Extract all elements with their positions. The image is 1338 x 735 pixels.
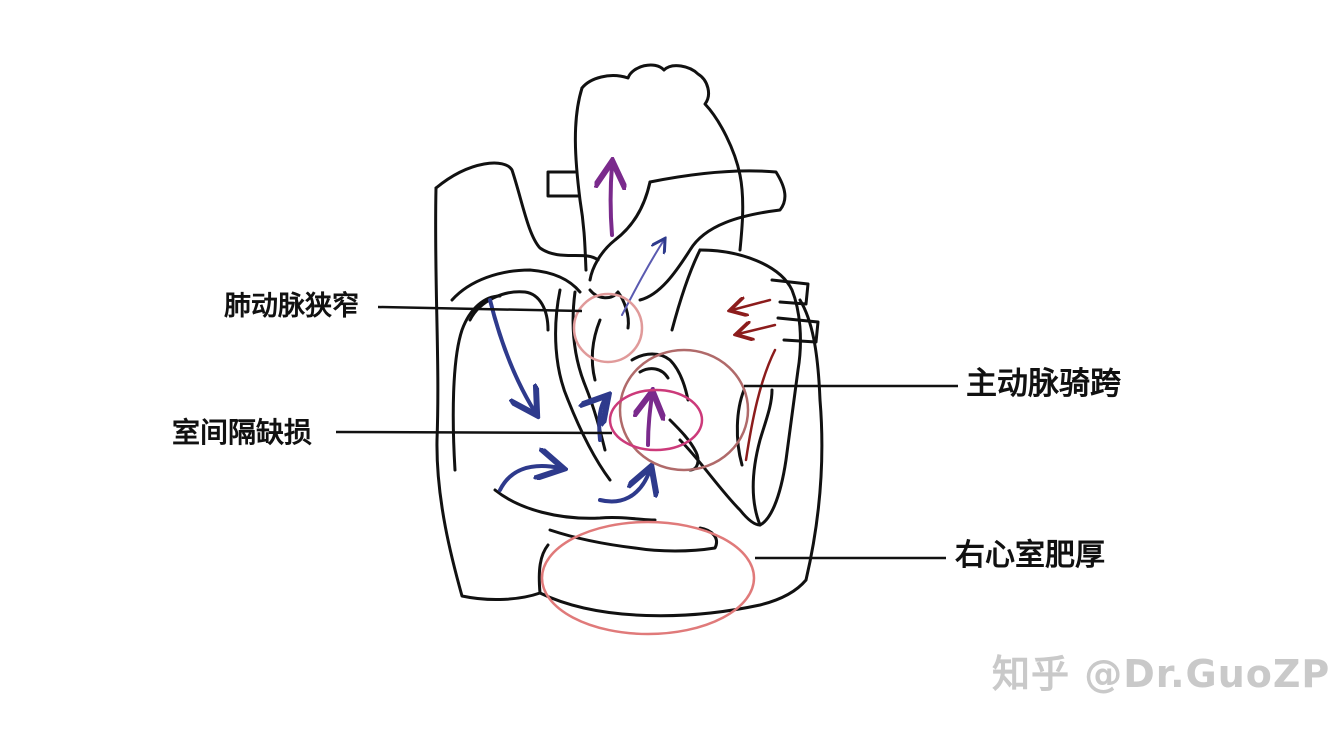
- label-vsd: 室间隔缺损: [172, 416, 313, 449]
- rv-floor: [493, 488, 657, 522]
- mitral-leaflet: [735, 388, 746, 467]
- pulmonary-stenosis-circle: [572, 292, 644, 364]
- label-pulmonary-stenosis: 肺动脉狭窄: [224, 291, 359, 322]
- leader-line-vsd: [335, 430, 613, 435]
- aorta-outline: [580, 63, 745, 252]
- flow-arrow-icon: [738, 325, 777, 334]
- leader-line-ps: [377, 305, 583, 313]
- lv-wall: [698, 248, 802, 527]
- lv-septum: [678, 438, 762, 527]
- rvh-circle: [540, 520, 756, 636]
- pulmonary-trunk-inner: [588, 180, 652, 282]
- vena-cava-outline: [434, 161, 600, 262]
- overriding-aorta-circle: [618, 348, 750, 472]
- flow-arrow-icon: [621, 240, 664, 316]
- pulmonary-trunk-outline: [638, 169, 787, 302]
- vsd-circle: [608, 388, 704, 452]
- flow-arrow-icon: [498, 466, 560, 492]
- septal-crest: [668, 418, 700, 472]
- right-border-outline: [434, 186, 542, 602]
- right-atrium-wall: [450, 268, 582, 302]
- lv-free-wall: [670, 248, 702, 332]
- flow-arrow-icon: [599, 398, 606, 442]
- label-overriding-aorta: 主动脉骑跨: [966, 366, 1121, 402]
- lv-inner: [751, 388, 774, 527]
- watermark: 知乎 @Dr.GuoZP: [992, 652, 1331, 696]
- aortic-valve-inner: [638, 367, 670, 380]
- flow-arrow-icon: [598, 470, 650, 504]
- ivc-outline: [537, 543, 550, 595]
- rv-inner-wall: [451, 294, 502, 472]
- flow-arrow-icon: [488, 298, 535, 412]
- vessel-stub-left: [546, 170, 580, 198]
- vessel-stub-right-1: [770, 278, 810, 306]
- right-atrium-inner: [468, 290, 550, 332]
- septum-left: [554, 288, 612, 482]
- label-rvh: 右心室肥厚: [955, 538, 1105, 573]
- oxygenated-flow-path: [744, 348, 777, 462]
- rv-floor-lower: [548, 526, 718, 553]
- flow-arrow-icon: [648, 395, 652, 447]
- aortic-valve: [630, 352, 690, 402]
- tricuspid: [590, 318, 602, 382]
- flow-arrow-icon: [611, 165, 613, 237]
- aorta-left-wall: [573, 86, 588, 272]
- apex-outline: [538, 298, 824, 618]
- flow-arrow-icon: [732, 300, 772, 310]
